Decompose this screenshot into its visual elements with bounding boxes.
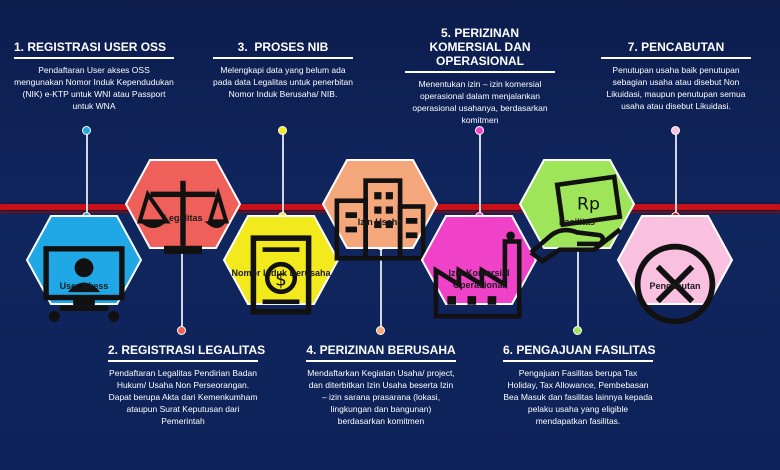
step-6-dot-bottom [573,326,582,335]
step-2-title: 2. REGISTRASI LEGALITAS [108,343,266,357]
step-1-textbox: 1. REGISTRASI USER OSS Pendaftaran User … [14,40,174,112]
step-1-underline [14,57,174,59]
step-5-hexagon: Izin Komersial Operasional [420,214,538,319]
svg-text:Rp: Rp [577,194,600,214]
step-1-title: 1. REGISTRASI USER OSS [14,40,167,54]
step-1-connector [86,130,88,216]
step-2-textbox: 2. REGISTRASI LEGALITAS Pendaftaran Lega… [108,343,266,427]
step-2-dot-bottom [177,326,186,335]
step-6-underline [503,360,653,362]
step-4-title: 4. PERIZINAN BERUSAHA [306,343,456,357]
step-5-textbox: 5. PERIZINAN KOMERSIAL DAN OPERASIONAL M… [405,26,555,126]
step-4-hexagon: Izin Usaha [321,158,439,261]
step-7-textbox: 7. PENCABUTAN Penutupan usaha baik penut… [601,40,751,112]
step-3-title: 3. PROSES NIB [237,40,329,54]
step-5-connector [479,130,481,216]
step-2-desc: Pendaftaran Legalitas Pendirian Badan Hu… [108,368,258,426]
step-5-dot-top [475,126,484,135]
step-4-textbox: 4. PERIZINAN BERUSAHA Mendaftarkan Kegia… [306,343,456,427]
step-6-title: 6. PENGAJUAN FASILITAS [503,343,656,357]
step-1-hex-label: User Akess [59,281,109,291]
step-7-underline [601,57,751,59]
step-5-desc: Menentukan izin – izin komersial operasi… [412,79,548,125]
step-7-title: 7. PENCABUTAN [627,40,725,54]
step-2-connector [181,245,183,331]
step-7-hexagon: Pencabutan [616,214,734,325]
step-4-underline [306,360,456,362]
step-3-textbox: 3. PROSES NIB Melengkapi data yang belum… [213,40,353,100]
step-5-underline [405,71,555,73]
step-2-underline [108,360,258,362]
step-1-dot-top [82,126,91,135]
svg-text:$: $ [275,270,287,291]
step-4-dot-bottom [376,326,385,335]
step-7-connector [675,130,677,216]
step-6-desc: Pengajuan Fasilitas berupa Tax Holiday, … [503,368,653,426]
step-7-hex-label: Pencabutan [649,281,701,291]
step-3-connector [282,130,284,216]
step-7-dot-top [671,126,680,135]
step-2-hex-label: Legalitas [163,213,203,223]
step-7-desc: Penutupan usaha baik penutupan sebagian … [606,65,746,111]
step-3-hexagon: $ Nomor Induk Berusaha [222,214,340,315]
step-2-hexagon: Legalitas [124,158,242,254]
step-4-connector [380,245,382,331]
step-3-hex-label: Nomor Induk Berusaha [231,268,331,278]
step-1-hexagon: User Akess [25,214,143,322]
step-4-hex-label: Izin Usaha [357,217,403,227]
step-3-desc: Melengkapi data yang belum ada pada data… [213,65,353,99]
step-6-textbox: 6. PENGAJUAN FASILITAS Pengajuan Fasilit… [503,343,656,427]
step-1-desc: Pendaftaran User akses OSS mengunakan No… [14,65,174,111]
step-3-underline [213,57,353,59]
step-4-desc: Mendaftarkan Kegiatan Usaha/ project, da… [307,368,455,426]
step-3-dot-top [278,126,287,135]
step-5-hex-label: Izin Komersial Operasional [448,268,510,290]
step-6-hex-label: Fasilitas [558,217,596,227]
step-6-connector [577,245,579,331]
step-6-hexagon: Rp Fasilitas [518,158,636,264]
step-5-title: 5. PERIZINAN KOMERSIAL DAN OPERASIONAL [429,26,531,68]
